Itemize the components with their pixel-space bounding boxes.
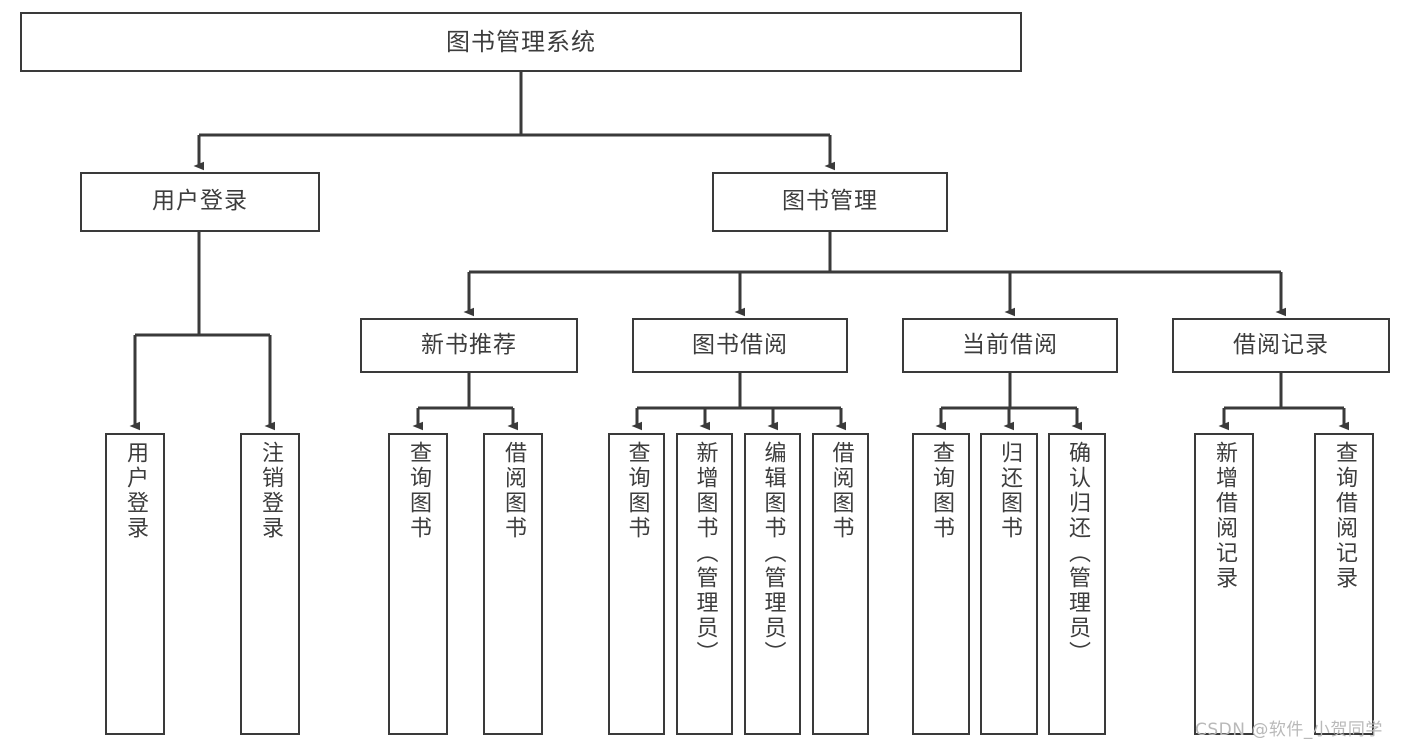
node-label: 确认归还（管理员）	[1065, 441, 1090, 666]
node-label: 当前借阅	[962, 331, 1058, 358]
node-label: 注销登录	[258, 441, 283, 541]
leaf-current-confirm-return-admin[interactable]: 确认归还（管理员）	[1048, 433, 1106, 735]
leaf-record-query-record[interactable]: 查询借阅记录	[1314, 433, 1374, 735]
node-current-borrow[interactable]: 当前借阅	[902, 318, 1118, 373]
leaf-record-add-record[interactable]: 新增借阅记录	[1194, 433, 1254, 735]
leaf-current-return-book[interactable]: 归还图书	[980, 433, 1038, 735]
leaf-recommend-borrow-book[interactable]: 借阅图书	[483, 433, 543, 735]
leaf-user-login-signin[interactable]: 用户登录	[105, 433, 165, 735]
node-root-system[interactable]: 图书管理系统	[20, 12, 1022, 72]
node-label: 查询图书	[624, 441, 650, 541]
leaf-borrow-add-book-admin[interactable]: 新增图书（管理员）	[676, 433, 733, 735]
node-label: 编辑图书（管理员）	[760, 441, 786, 666]
node-label: 查询图书	[406, 441, 431, 541]
leaf-recommend-query-book[interactable]: 查询图书	[388, 433, 448, 735]
node-user-login[interactable]: 用户登录	[80, 172, 320, 232]
csdn-watermark: CSDN @软件_小贺同学	[1195, 720, 1383, 740]
node-label: 用户登录	[152, 188, 248, 215]
node-label: 新书推荐	[421, 331, 517, 358]
node-label: 图书管理系统	[446, 27, 596, 56]
node-label: 图书借阅	[692, 331, 788, 358]
leaf-borrow-query-book[interactable]: 查询图书	[608, 433, 665, 735]
node-book-management[interactable]: 图书管理	[712, 172, 948, 232]
leaf-borrow-edit-book-admin[interactable]: 编辑图书（管理员）	[744, 433, 801, 735]
node-label: 归还图书	[997, 441, 1022, 541]
node-label: 借阅图书	[828, 441, 854, 541]
node-label: 图书管理	[782, 188, 878, 215]
node-label: 新增图书（管理员）	[692, 441, 718, 666]
node-new-book-recommend[interactable]: 新书推荐	[360, 318, 578, 373]
leaf-current-query-book[interactable]: 查询图书	[912, 433, 970, 735]
node-label: 借阅记录	[1233, 331, 1329, 358]
node-label: 借阅图书	[501, 441, 526, 541]
node-label: 新增借阅记录	[1212, 441, 1237, 591]
node-label: 查询借阅记录	[1332, 441, 1357, 591]
node-label: 用户登录	[123, 441, 148, 541]
node-borrow-record[interactable]: 借阅记录	[1172, 318, 1390, 373]
node-book-borrow[interactable]: 图书借阅	[632, 318, 848, 373]
node-label: 查询图书	[929, 441, 954, 541]
leaf-user-login-signout[interactable]: 注销登录	[240, 433, 300, 735]
leaf-borrow-borrow-book[interactable]: 借阅图书	[812, 433, 869, 735]
